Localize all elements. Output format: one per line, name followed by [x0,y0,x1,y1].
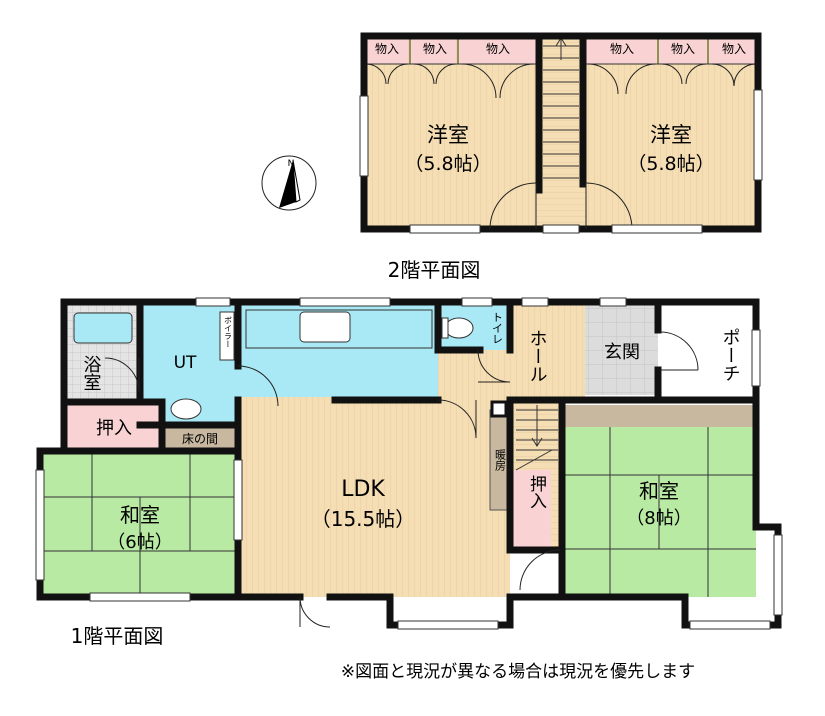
western-room-right-size: （5.8帖） [627,153,714,175]
closet-2f-1 [364,36,408,64]
bath-label: 浴室 [81,355,102,391]
window-2f-west [359,95,369,177]
closet-label: 物入 [423,42,447,56]
door-2f-left [489,182,537,230]
ut-label: UT [174,353,197,373]
window-2f-east [753,89,763,181]
porch-label: ポーチ [720,328,741,382]
hall-floor [510,305,585,400]
closet-2f-4 [586,36,656,64]
doors-1f [104,331,699,628]
western-room-left-name: 洋室 [427,123,469,147]
stairs-1f [515,405,558,471]
closet-label: 物入 [722,42,746,56]
ldk-name: LDK [341,477,385,502]
tokonoma-label: 床の間 [182,432,218,446]
closet-label: 物入 [610,42,634,56]
window-2f-south-1 [409,224,481,234]
entrance-floor [585,305,658,395]
second-floor-title: 2階平面図 [388,258,481,282]
closet-label: 物入 [486,42,510,56]
closet-2f-5 [660,36,706,64]
second-floor: 物入 物入 物入 物入 物入 物入 洋室 （5.8帖） 洋室 （5.8帖） 2階… [359,32,763,282]
washitsu-right-size: （8帖） [626,508,691,529]
bathtub [73,312,133,344]
windows-1f [35,297,783,630]
kitchen-counter [245,309,433,349]
hall-label: ホール [527,329,548,383]
closet-doors-2f [365,63,757,99]
closet-label: 物入 [671,42,695,56]
first-floor: 浴室 UT ボイラー トイレ ホール 玄関 ポーチ 押入 床の間 和室 （6帖）… [35,297,783,648]
washbasin [170,398,202,420]
washitsu-left-size: （6帖） [107,532,172,553]
closet-label: 物入 [375,42,399,56]
oshiire-center-label: 押入 [526,475,547,509]
kitchen-sink [299,311,351,343]
compass: N [261,155,317,211]
boiler-label: ボイラー [224,316,233,348]
window-2f-south-2 [542,224,580,234]
stair-floor [536,36,586,229]
western-room-right-floor [586,36,758,229]
compass-label: N [288,159,295,169]
toilet-bowl [444,317,474,339]
closet-2f-3 [460,36,536,64]
first-floor-title: 1階平面図 [71,624,164,648]
boiler [219,311,235,361]
western-room-left-floor [364,36,536,229]
disclaimer-note: ※図面と現況が異なる場合は現況を優先します [341,662,695,682]
oshiire-center [513,470,551,548]
washitsu-right-name: 和室 [639,479,679,503]
oshiire-left-label: 押入 [96,418,132,439]
stairs-2f [543,37,579,179]
washitsu-left-name: 和室 [120,503,160,527]
porch-floor [658,305,756,395]
door-2f-right [585,182,633,230]
toilet-label: トイレ [491,312,504,345]
north-arrow-icon [279,160,296,208]
western-room-right-name: 洋室 [650,123,692,147]
ldk-floor [238,397,510,597]
tokonoma-right [562,405,756,427]
tokonoma [162,425,238,451]
heater-label: 暖房 [494,449,507,472]
closet-2f-6 [710,36,758,64]
window-2f-south-3 [611,224,703,234]
western-room-left-size: （5.8帖） [404,153,491,175]
closet-2f-2 [412,36,456,64]
entrance-label: 玄関 [604,342,640,363]
ldk-size: （15.5帖） [311,507,416,531]
